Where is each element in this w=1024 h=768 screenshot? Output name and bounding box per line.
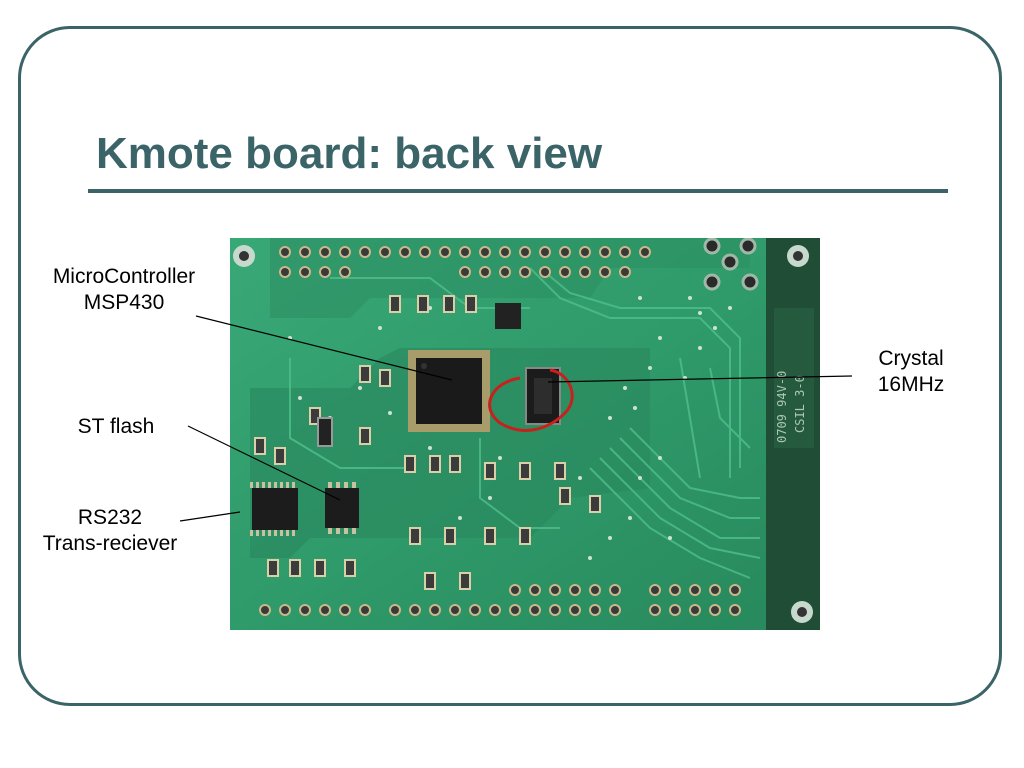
callout-st-flash-line1: ST flash	[77, 415, 155, 438]
callout-rs232: RS232 Trans-reciever	[22, 505, 198, 557]
pcb-board-photo: 0709 94V-0 CSIL 3-0	[230, 238, 820, 630]
callout-microcontroller: MicroController MSP430	[34, 264, 214, 316]
callout-crystal-line1: Crystal	[878, 347, 944, 370]
callout-crystal-line2: 16MHz	[877, 373, 945, 396]
mounting-holes	[233, 245, 813, 623]
rs232-transceiver-chip	[250, 482, 298, 536]
bottom-pin-header	[259, 584, 741, 616]
msp430-microcontroller-chip	[408, 350, 490, 432]
slide-title: Kmote board: back view	[96, 129, 603, 178]
callout-rs232-line2: Trans-reciever	[42, 532, 178, 555]
pcb-traces	[289, 267, 761, 579]
top-pin-header	[279, 246, 651, 278]
title-rule	[88, 189, 948, 193]
silkscreen-text-1: 0709 94V-0	[775, 371, 789, 443]
slide-frame	[18, 26, 1002, 706]
callout-microcontroller-line1: MicroController	[52, 265, 196, 288]
callout-st-flash: ST flash	[56, 414, 176, 440]
silkscreen-text-2: CSIL 3-0	[793, 375, 807, 433]
callout-microcontroller-line2: MSP430	[83, 291, 165, 314]
callout-rs232-line1: RS232	[77, 506, 143, 529]
red-jumper-wire	[488, 368, 574, 432]
st-flash-chip	[325, 482, 359, 534]
crystal-16mhz	[525, 367, 561, 425]
callout-crystal: Crystal 16MHz	[856, 346, 966, 398]
